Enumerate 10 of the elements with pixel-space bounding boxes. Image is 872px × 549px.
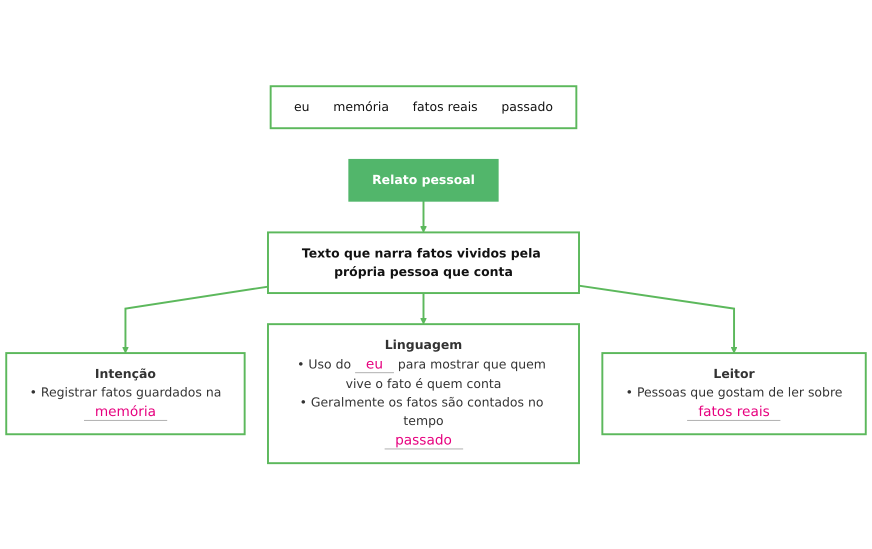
node-box: Relato pessoal bbox=[348, 158, 499, 202]
arrow bbox=[420, 292, 427, 324]
node-box: Intenção • Registrar fatos guardados na memória bbox=[5, 352, 246, 436]
node-box: Leitor • Pessoas que gostam de ler sobre fatos reais bbox=[601, 352, 867, 436]
arrow bbox=[578, 284, 738, 354]
node-box: Linguagem • Uso do eu para mostrar que quem vive o fato é quem conta • Geralmente os fatos são contados no tempo passado bbox=[267, 322, 580, 464]
node-box: Texto que narra fatos vividos pela própria pessoa que conta bbox=[267, 231, 580, 294]
node-box: eu memória fatos reais passado bbox=[270, 85, 578, 129]
arrow bbox=[420, 201, 427, 232]
arrow bbox=[122, 286, 268, 354]
